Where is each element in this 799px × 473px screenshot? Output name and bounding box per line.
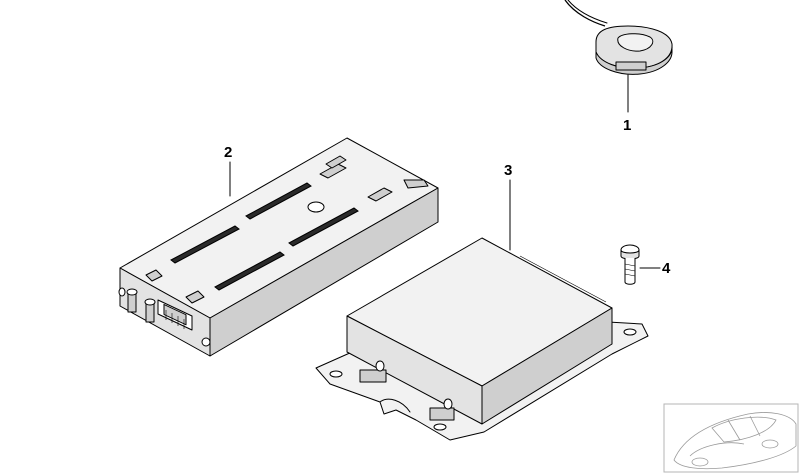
car-thumbnail[interactable] [663, 403, 799, 473]
callout-3: 3 [504, 162, 512, 179]
callout-2: 2 [224, 144, 232, 161]
bolt-part[interactable] [620, 244, 661, 285]
callout-4: 4 [662, 260, 671, 277]
module-part[interactable] [118, 137, 439, 357]
control-unit-part[interactable] [315, 179, 649, 441]
callout-1: 1 [623, 117, 631, 134]
antenna-part[interactable] [564, 0, 673, 113]
